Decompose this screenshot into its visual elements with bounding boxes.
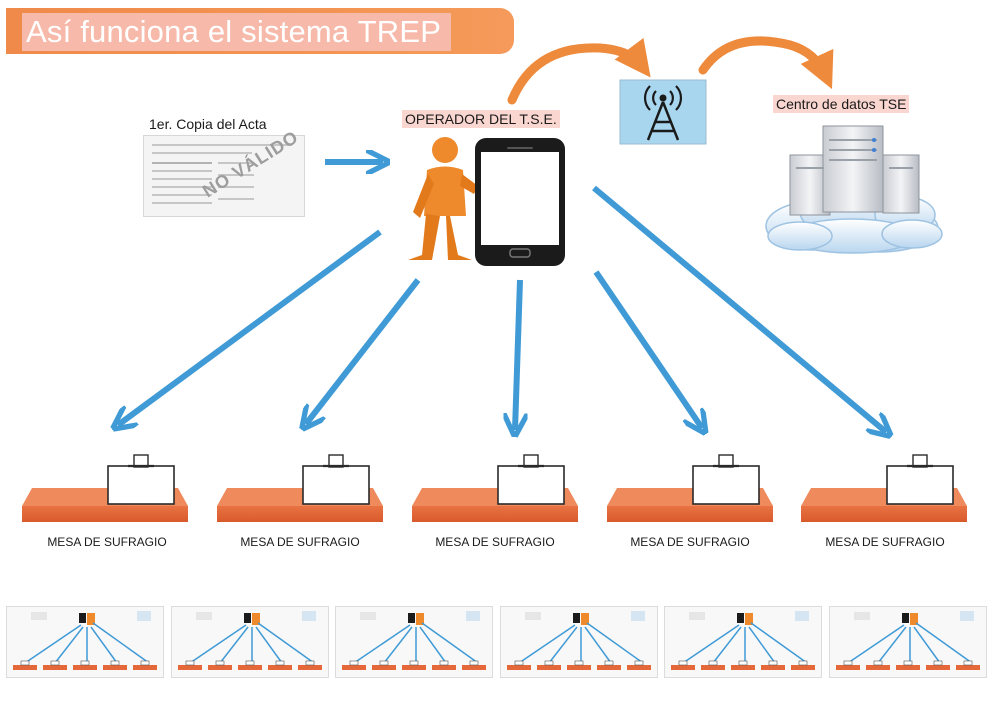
diagram-canvas: [22, 36, 967, 522]
datacenter-arrow: [698, 36, 834, 90]
table-label-4: MESA DE SUFRAGIO: [630, 535, 750, 549]
datacenter-label: Centro de datos TSE: [773, 95, 910, 113]
diagram-thumbnail-1: [6, 606, 164, 678]
table-label-1: MESA DE SUFRAGIO: [47, 535, 167, 549]
voting-table-3: [412, 454, 578, 522]
smartphone-icon: [475, 138, 565, 266]
distribution-arrows: [118, 185, 886, 432]
table-label-2: MESA DE SUFRAGIO: [240, 535, 360, 549]
operator-figure-icon: [408, 137, 478, 260]
voting-table-1: [22, 454, 188, 522]
diagram-thumbnail-5: [664, 606, 822, 678]
voting-tables: [22, 454, 967, 522]
uplink-arrow: [507, 37, 651, 105]
diagram-thumbnail-2: [171, 606, 329, 678]
antenna-icon: [619, 79, 707, 145]
table-label-5: MESA DE SUFRAGIO: [825, 535, 945, 549]
voting-table-5: [801, 454, 967, 522]
diagram-thumbnail-6: [829, 606, 987, 678]
table-label-3: MESA DE SUFRAGIO: [435, 535, 555, 549]
diagram-thumbnail-3: [335, 606, 493, 678]
diagram-thumbnail-4: [500, 606, 658, 678]
voting-table-4: [607, 454, 773, 522]
operator-label: OPERADOR DEL T.S.E.: [402, 110, 560, 128]
datacenter-icon: [765, 125, 943, 254]
page-title: Así funciona el sistema TREP: [22, 13, 452, 51]
acta-document: [143, 135, 305, 217]
voting-table-2: [217, 454, 383, 522]
acta-label: 1er. Copia del Acta: [149, 116, 267, 132]
